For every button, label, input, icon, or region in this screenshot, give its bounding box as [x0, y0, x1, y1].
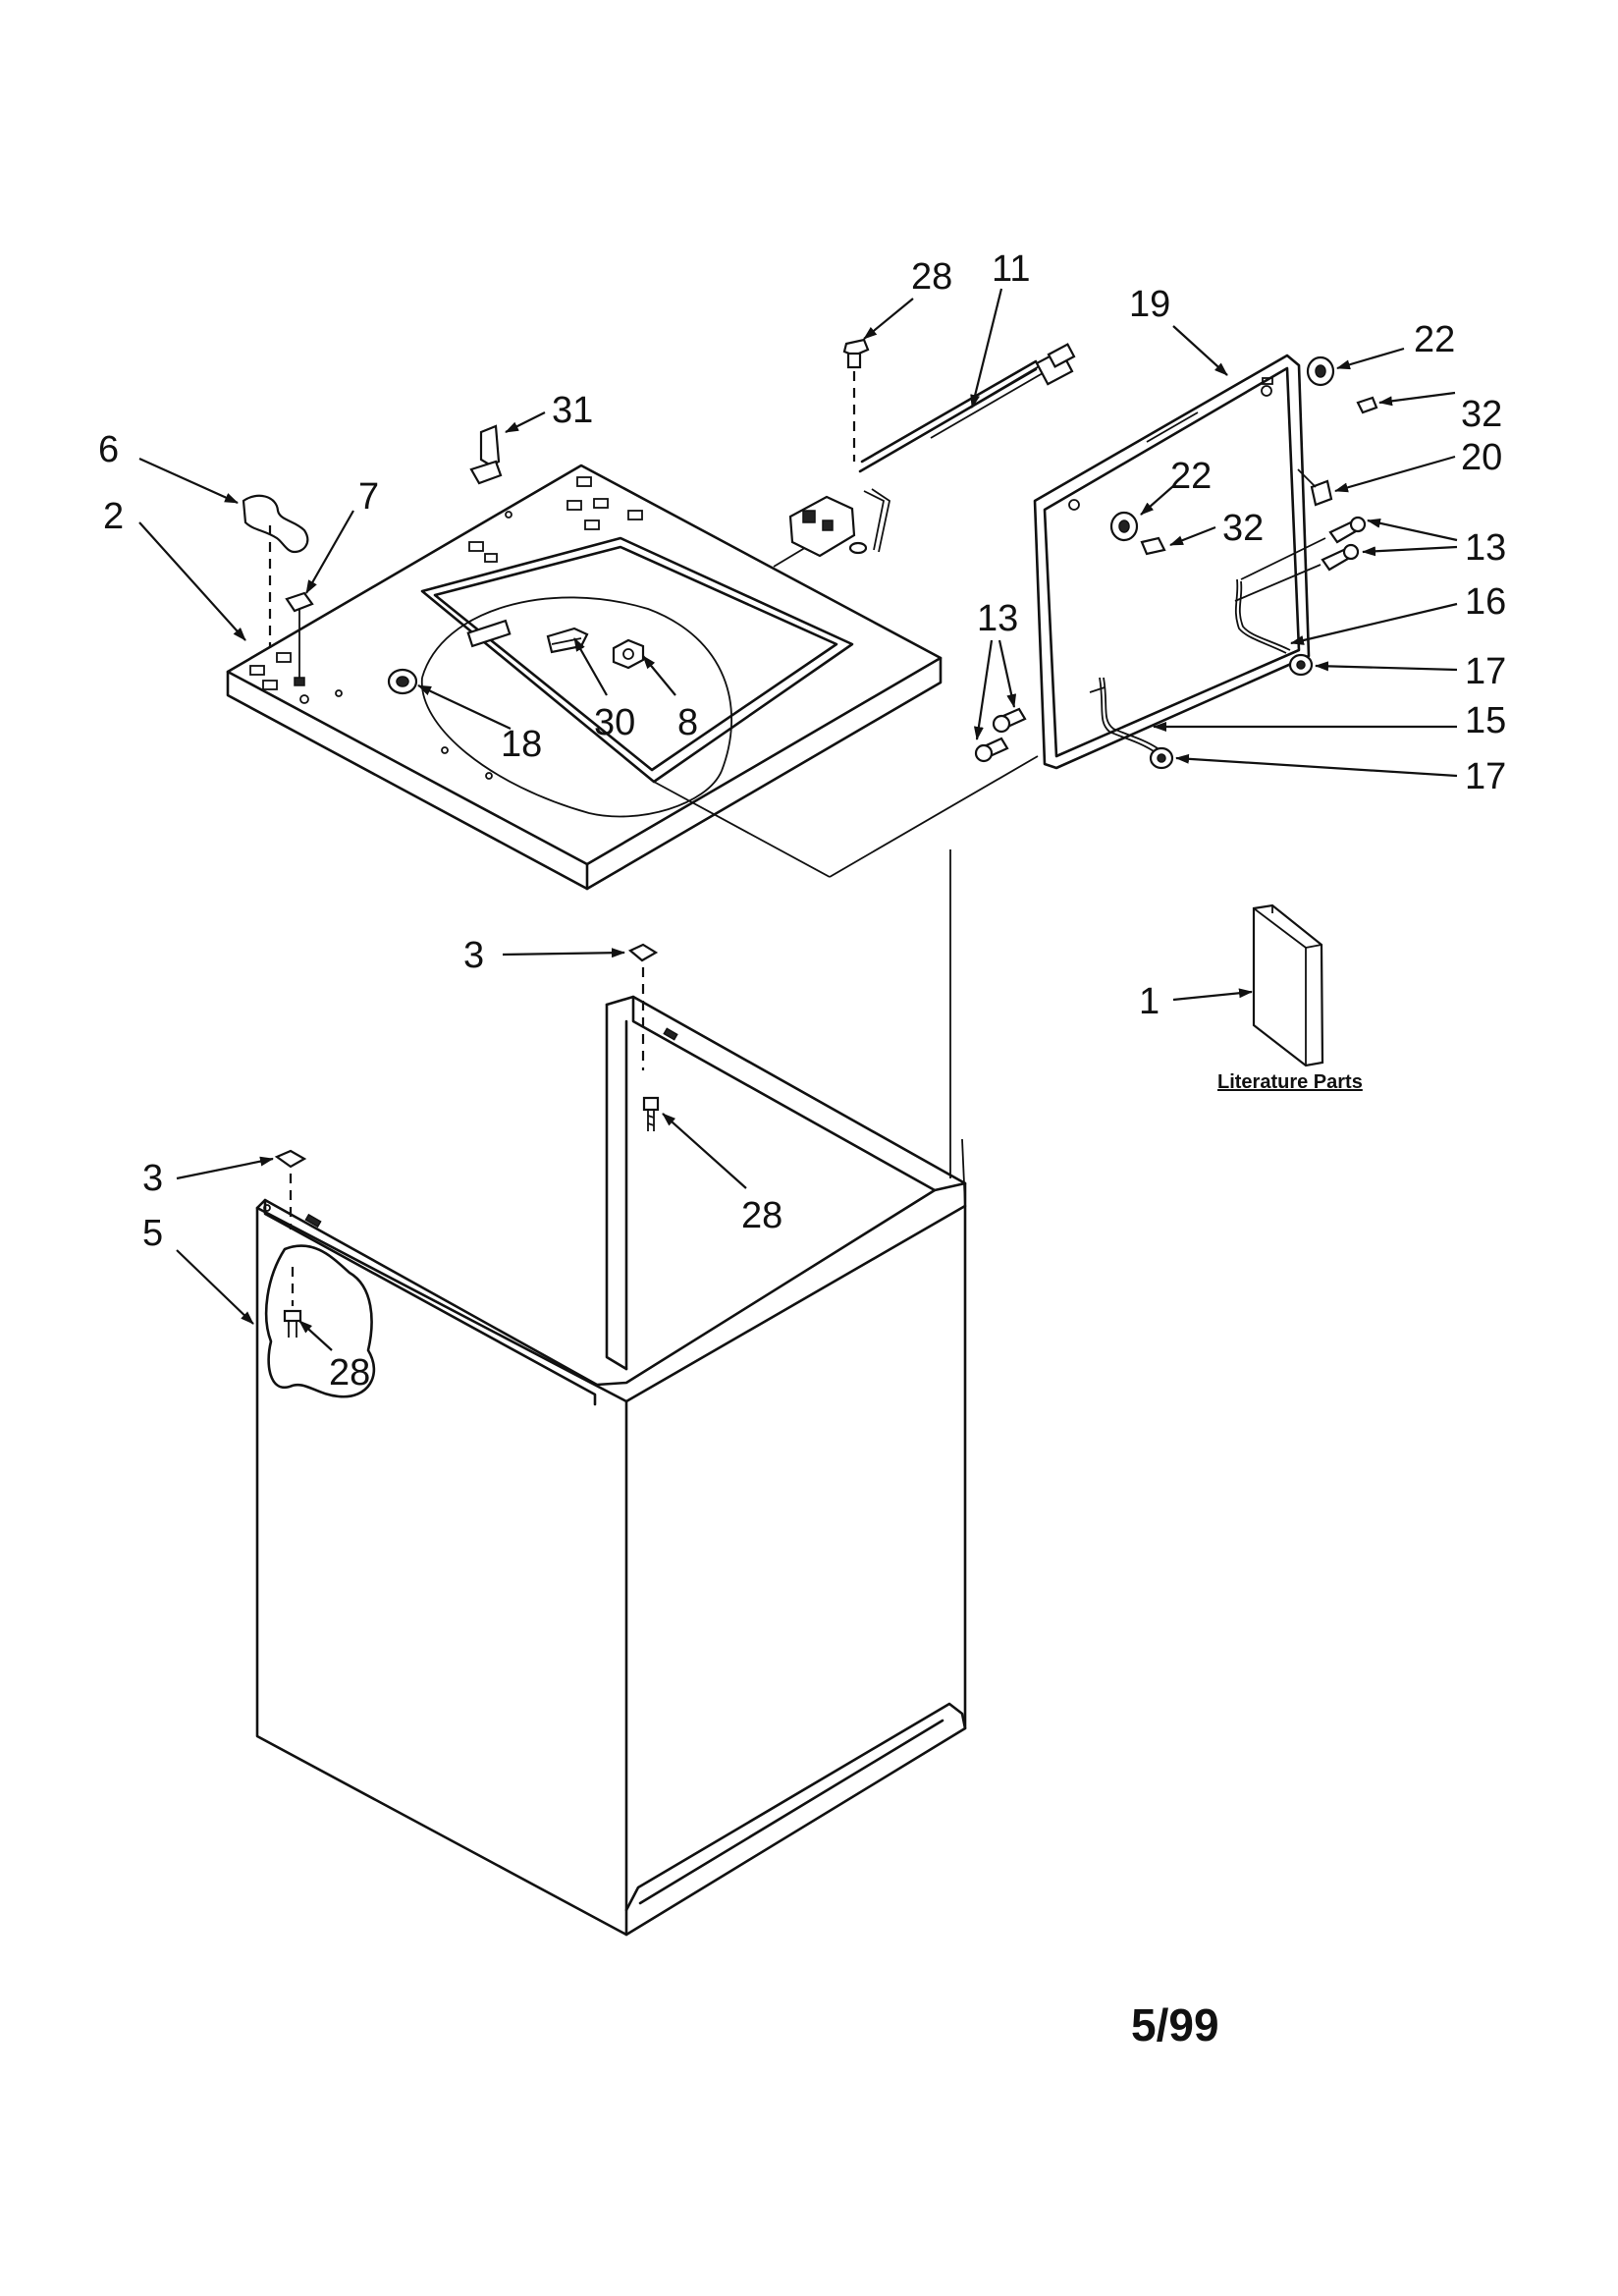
- console-frame: [1033, 354, 1311, 770]
- callout-20: 20: [1461, 437, 1502, 478]
- leader-lines: [138, 288, 1458, 1351]
- screws-13-right: [1234, 516, 1367, 602]
- callout-19: 19: [1129, 284, 1170, 325]
- clip-3-upper: [627, 943, 659, 1070]
- date-code: 5/99: [1131, 1999, 1219, 2050]
- wire-harness: [858, 343, 1076, 473]
- callout-28: 28: [329, 1352, 370, 1394]
- callout-11: 11: [992, 248, 1030, 290]
- clip-7: [285, 591, 314, 686]
- callout-32: 32: [1222, 508, 1264, 549]
- clip-20: [1297, 468, 1333, 507]
- screws-13-left: [974, 707, 1027, 763]
- callout-18: 18: [501, 724, 542, 765]
- cabinet-body: [255, 849, 967, 1937]
- callout-28: 28: [911, 256, 952, 298]
- callout-22: 22: [1170, 456, 1212, 497]
- callout-17: 17: [1465, 651, 1506, 692]
- callout-1: 1: [1139, 981, 1160, 1022]
- callout-3: 3: [142, 1158, 163, 1199]
- literature-parts-label: Literature Parts: [1217, 1071, 1363, 1093]
- callout-30: 30: [594, 702, 635, 743]
- terminal-17-lower: [1149, 746, 1174, 770]
- terminal-17-upper: [1288, 653, 1314, 677]
- cabinet-cutaway: [264, 1244, 376, 1398]
- callout-2: 2: [103, 496, 124, 537]
- screw-28-cutaway: [283, 1267, 302, 1338]
- callout-17: 17: [1465, 756, 1506, 797]
- bumper-22-lower: [1109, 511, 1139, 542]
- clip-3-lower: [274, 1149, 307, 1230]
- lid-switch: [788, 488, 891, 558]
- cabinet-top: [226, 464, 1039, 891]
- bracket-6: [242, 494, 309, 648]
- wire-15: [1089, 677, 1159, 752]
- screw-28-middle: [642, 1096, 660, 1131]
- callout-13: 13: [977, 598, 1018, 639]
- literature-book: [1252, 903, 1324, 1067]
- nut-8: [612, 638, 645, 670]
- callout-6: 6: [98, 429, 119, 470]
- screw-32-lower: [1140, 536, 1166, 556]
- callout-16: 16: [1465, 581, 1506, 623]
- callout-3: 3: [463, 935, 484, 976]
- callout-labels: 28 11 19 22 32 20 22 32 13 16 13 17 15 1…: [98, 248, 1506, 2050]
- callout-5: 5: [142, 1213, 163, 1254]
- callout-22: 22: [1414, 319, 1455, 360]
- bumper-22-upper: [1306, 355, 1335, 387]
- clip-31: [469, 424, 503, 485]
- screw-32-upper: [1356, 396, 1378, 414]
- callout-32: 32: [1461, 394, 1502, 435]
- grommet-18: [387, 668, 418, 695]
- wire-16: [1234, 578, 1291, 654]
- callout-8: 8: [677, 702, 698, 743]
- screw-28-top: [842, 338, 870, 462]
- callout-7: 7: [358, 476, 379, 518]
- callout-28: 28: [741, 1195, 782, 1236]
- callout-31: 31: [552, 390, 593, 431]
- callout-15: 15: [1465, 700, 1506, 741]
- callout-13: 13: [1465, 527, 1506, 569]
